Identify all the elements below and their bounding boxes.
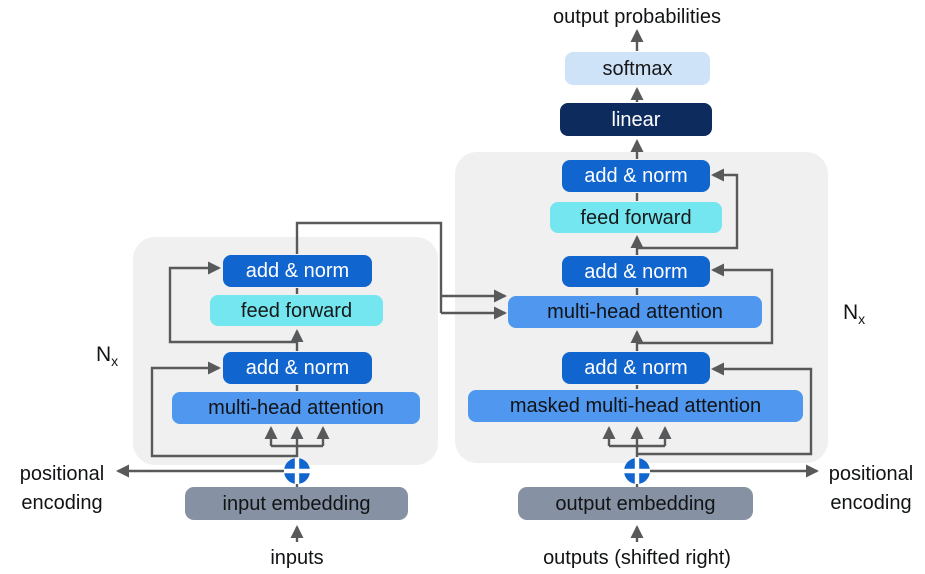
- positional-encoding-label-right: positional encoding: [829, 460, 914, 518]
- positional-plus-right-icon: [624, 458, 650, 484]
- encoder-to-decoder-route: [295, 221, 443, 313]
- n-sub: x: [111, 353, 119, 370]
- connection-arrows: [116, 29, 819, 542]
- encoder-repeat-count-label: Nx: [96, 340, 118, 371]
- positional-line2: encoding: [830, 492, 912, 514]
- linear-box: linear: [560, 103, 712, 136]
- decoder-add-norm-bottom-box: add & norm: [562, 352, 710, 384]
- decoder-feed-forward-box: feed forward: [550, 202, 722, 233]
- decoder-repeat-count-label: Nx: [843, 298, 865, 329]
- softmax-box: softmax: [565, 52, 710, 85]
- n-base: N: [96, 343, 112, 366]
- encoder-multi-head-attention-box: multi-head attention: [172, 392, 420, 424]
- decoder-add-norm-middle-box: add & norm: [562, 256, 710, 287]
- positional-plus-left-icon: [284, 458, 310, 484]
- decoder-add-norm-top-box: add & norm: [562, 160, 710, 192]
- decoder-residual-masked-attention: [637, 362, 813, 456]
- masked-multi-head-attention-box: masked multi-head attention: [468, 390, 803, 422]
- encoder-residual-attention: [150, 361, 297, 458]
- encoder-add-norm-top-box: add & norm: [223, 255, 372, 287]
- positional-encoding-label-left: positional encoding: [20, 460, 105, 518]
- output-embedding-box: output embedding: [518, 487, 753, 520]
- output-probabilities-label: output probabilities: [553, 6, 721, 28]
- positional-line2: encoding: [21, 492, 103, 514]
- decoder-residual-cross-attention: [637, 263, 774, 345]
- encoder-feed-forward-box: feed forward: [210, 295, 383, 326]
- outputs-label: outputs (shifted right): [543, 547, 731, 569]
- positional-line1: positional: [828, 463, 914, 485]
- n-base: N: [843, 301, 859, 324]
- input-embedding-box: input embedding: [185, 487, 408, 520]
- n-sub: x: [858, 311, 866, 328]
- inputs-label: inputs: [270, 547, 324, 569]
- positional-line1: positional: [19, 463, 105, 485]
- decoder-residual-feedforward: [637, 168, 739, 250]
- encoder-residual-feedforward: [168, 261, 297, 344]
- decoder-multi-head-attention-box: multi-head attention: [508, 296, 762, 328]
- encoder-add-norm-bottom-box: add & norm: [223, 352, 372, 384]
